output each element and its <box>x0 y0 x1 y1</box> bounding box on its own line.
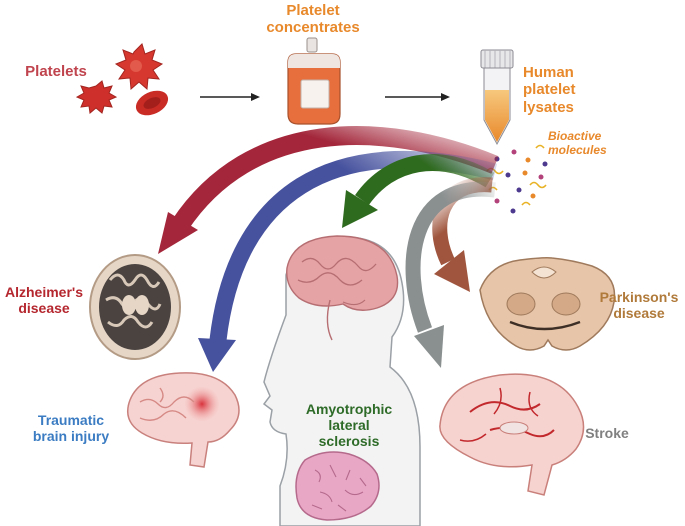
bioactive-line-2: molecules <box>548 142 607 157</box>
platelet-concentrates-line-1: Platelet <box>286 2 340 19</box>
lysates-line-2: platelet <box>523 81 576 99</box>
tbi-line-1: Traumatic <box>37 412 105 428</box>
platelet-icon <box>114 43 164 91</box>
parkinsons-line-1: Parkinson's <box>599 289 679 305</box>
alzheimers-line-2: disease <box>18 300 70 317</box>
platelets-text: Platelets <box>25 63 87 80</box>
brain-mri-icon <box>89 254 181 360</box>
platelets-label: Platelets <box>14 63 98 80</box>
lysates-line-1: Human <box>523 64 574 81</box>
tbi-label: Traumatic brain injury <box>16 412 126 444</box>
human-head-icon <box>262 235 421 526</box>
parkinsons-line-2: disease <box>613 305 665 322</box>
flow-arrow-2 <box>385 93 450 101</box>
alzheimers-label: Alzheimer's disease <box>0 284 88 316</box>
bioactive-molecules-icon <box>486 144 548 214</box>
als-line-2: lateral <box>328 417 370 434</box>
als-line-1: Amyotrophic <box>305 401 393 417</box>
platelet-concentrates-label: Platelet concentrates <box>248 2 378 37</box>
stroke-brain-icon <box>439 373 585 496</box>
tbi-line-2: brain injury <box>32 428 110 445</box>
arrow-to-als <box>342 154 495 228</box>
als-label: Amyotrophic lateral sclerosis <box>295 401 403 449</box>
parkinsons-label: Parkinson's disease <box>594 289 684 321</box>
red-blood-cell-icon <box>135 90 169 116</box>
flow-arrow-1 <box>200 93 260 101</box>
stroke-text: Stroke <box>585 425 629 441</box>
platelet-concentrates-line-2: concentrates <box>266 19 360 37</box>
bioactive-molecules-label: Bioactive molecules <box>548 129 628 158</box>
lysates-line-3: lysates <box>523 98 574 116</box>
platelet-icon <box>75 80 118 114</box>
human-platelet-lysates-label: Human platelet lysates <box>523 64 605 116</box>
als-line-3: sclerosis <box>318 433 380 450</box>
arrow-to-alzheimers <box>158 126 499 254</box>
arrow-to-stroke <box>405 181 496 368</box>
spinal-tissue-icon <box>295 451 380 521</box>
midbrain-section-icon <box>479 257 616 351</box>
lysate-tube-icon <box>480 49 514 146</box>
stroke-label: Stroke <box>576 425 638 441</box>
alzheimers-line-1: Alzheimer's <box>4 284 84 300</box>
brain-tbi-icon <box>127 372 240 468</box>
blood-bag-icon <box>287 37 341 125</box>
bioactive-line-1: Bioactive <box>548 129 602 143</box>
